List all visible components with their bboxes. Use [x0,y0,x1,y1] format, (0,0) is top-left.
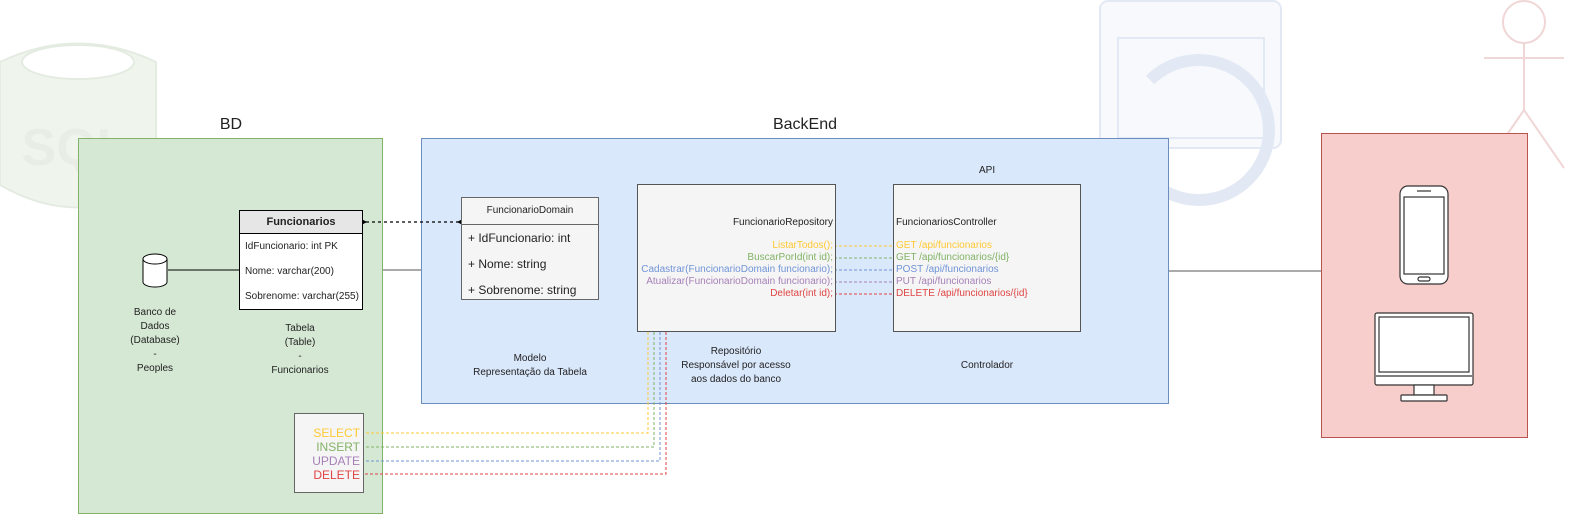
bd-title: BD [219,116,243,133]
db-caption-line: - [153,349,157,360]
repository-caption-line: aos dados do banco [690,374,782,385]
repository-method-atualizar: Atualizar(FuncionarioDomain funcionario)… [646,276,833,287]
domain-class-name: FuncionarioDomain [462,198,598,225]
table-caption-line: - [298,351,302,362]
domain-caption-line: Modelo [513,353,547,364]
domain-caption-line: Representação da Tabela [473,367,587,378]
domain-caption: Modelo Representação da Tabela [460,352,600,380]
db-caption-line: Dados [140,321,170,332]
repository-method-deletar: Deletar(int id); [770,288,833,299]
repository-method-cadastrar: Cadastrar(FuncionarioDomain funcionario)… [641,264,833,275]
db-caption: Banco de Dados (Database) - Peoples [115,306,195,376]
controller-route-delete: DELETE /api/funcionarios/{id} [896,288,1028,299]
sql-line-select [362,332,649,434]
domain-field: + IdFuncionario: int [468,231,571,245]
table-caption-line: Funcionarios [271,365,329,376]
controller-caption: Controlador [960,360,1014,371]
sql-select: SELECT [313,426,360,440]
api-label: API [979,165,996,176]
sql-commands-box[interactable] [294,413,364,493]
sql-line-update [362,332,661,462]
smartphone-icon [1399,185,1449,285]
controller-name: FuncionariosController [896,217,997,228]
table-header: Funcionarios [240,211,362,234]
funcionarios-controller-box[interactable] [893,184,1081,332]
table-caption-line: (Table) [284,337,316,348]
table-row: IdFuncionario: int PK [245,241,338,252]
backend-logo-icon [1099,0,1282,206]
controller-route-post: POST /api/funcionarios [896,264,999,275]
table-row: Sobrenome: varchar(255) [245,291,359,302]
sql-line-delete [362,332,667,475]
table-caption: Tabela (Table) - Funcionarios [255,322,345,378]
sql-delete: DELETE [313,468,360,482]
backend-title: BackEnd [772,116,838,133]
sql-insert: INSERT [316,440,360,454]
desktop-monitor-icon [1374,312,1474,402]
domain-field: + Sobrenome: string [468,283,577,297]
repository-name: FuncionarioRepository [732,217,833,228]
db-caption-line: (Database) [130,335,180,346]
repository-method-buscar: BuscarPorId(int id); [747,252,833,263]
funcionario-repository-box[interactable] [637,184,836,332]
sql-update: UPDATE [312,454,360,468]
db-caption-line: Peoples [136,363,174,374]
database-cylinder-icon [142,253,168,288]
sql-line-insert [362,332,655,448]
funcionario-domain-class[interactable]: FuncionarioDomain + IdFuncionario: int +… [461,197,599,300]
repository-caption-line: Repositório [710,346,762,357]
table-row: Nome: varchar(200) [245,266,334,277]
table-caption-line: Tabela [285,323,315,334]
repository-caption: Repositório Responsável por acesso aos d… [666,345,806,387]
controller-route-get-all: GET /api/funcionarios [896,240,992,251]
repository-caption-line: Responsável por acesso [681,360,791,371]
funcionarios-table[interactable]: Funcionarios IdFuncionario: int PK Nome:… [239,210,363,310]
repository-method-listar: ListarTodos(); [772,240,833,251]
bd-panel [78,138,383,514]
controller-route-put: PUT /api/funcionarios [896,276,992,287]
db-caption-line: Banco de [133,307,177,318]
controller-route-get-id: GET /api/funcionarios/{id} [896,252,1010,263]
domain-field: + Nome: string [468,257,547,271]
